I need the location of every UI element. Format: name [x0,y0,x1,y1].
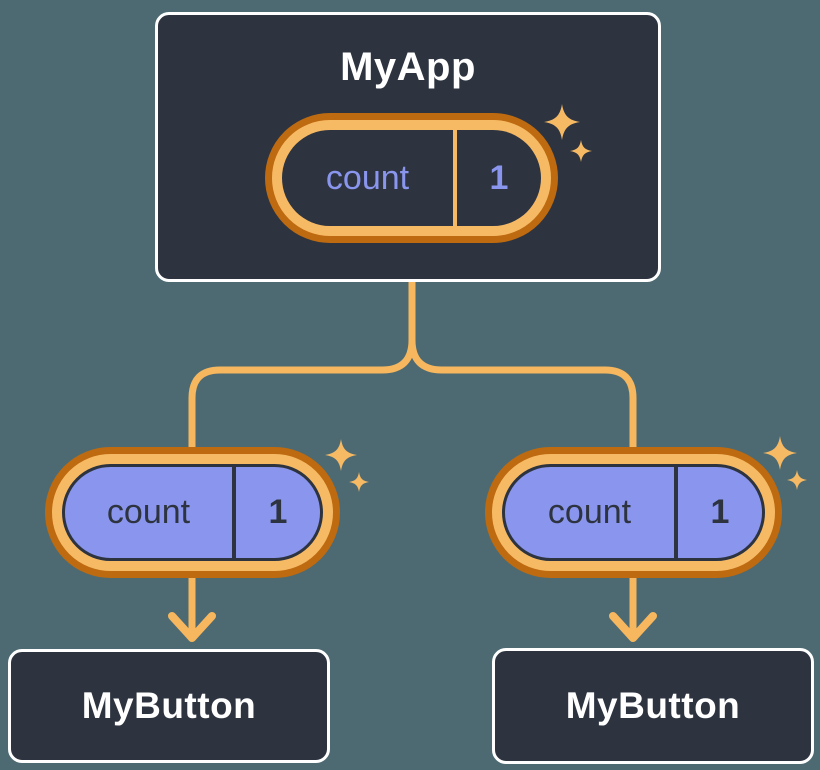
state-value: 1 [489,158,509,197]
prop-pill-left: count 1 [45,447,340,578]
component-title: MyApp [340,45,476,89]
pill-divider [453,130,457,226]
component-node-myapp: MyApp count 1 [155,12,661,282]
component-title: MyButton [81,685,257,726]
prop-name-label: count [547,493,632,531]
sparkle-icon [325,439,369,492]
pill-divider [674,467,678,558]
state-pill-root: count 1 [265,113,558,243]
arrow-down-icon [609,612,657,642]
pill-divider [232,467,236,558]
prop-name-label: count [106,493,191,531]
state-name-label: count [325,158,410,197]
component-title: MyButton [565,685,741,726]
prop-pill-right: count 1 [485,447,782,578]
sparkle-icon [763,436,807,490]
component-node-mybutton-left: MyButton [8,649,330,763]
prop-value: 1 [710,493,730,531]
sparkle-icon [544,104,592,162]
component-node-mybutton-right: MyButton [492,648,814,764]
branch-line-right [408,281,637,640]
prop-value: 1 [268,493,288,531]
arrow-down-icon [168,612,216,642]
